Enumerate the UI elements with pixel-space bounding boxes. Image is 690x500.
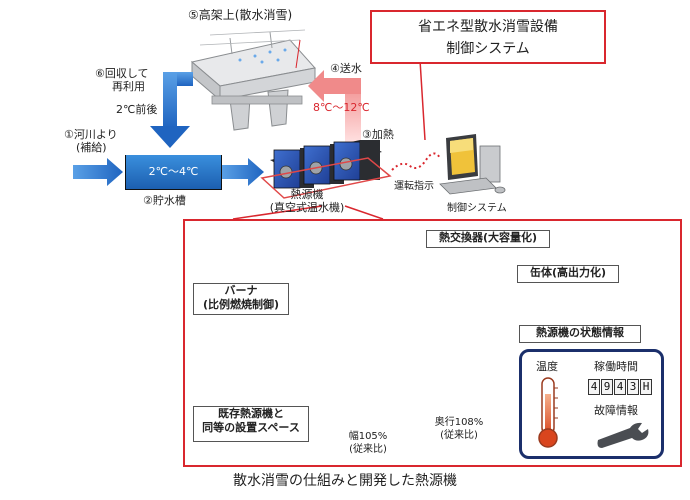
step-1-line2: (補給) (76, 141, 107, 154)
counter-digit: 4 (588, 379, 600, 395)
wrench-icon (597, 422, 649, 448)
install-space-line2: 同等の設置スペース (202, 421, 300, 434)
step-4-label: ④送水 (330, 62, 362, 75)
fault-info-label: 故障情報 (594, 404, 638, 417)
energy-saving-control-system-box: 省エネ型散水消雪設備 制御システム (370, 10, 606, 64)
step-6-line1: 回収して (104, 67, 149, 80)
figure-caption: 散水消雪の仕組みと開発した熱源機 (233, 473, 457, 489)
heat-source-sublabel: (真空式温水機) (269, 201, 345, 214)
uptime-label: 稼働時間 (594, 360, 638, 373)
heat-source-units-small (260, 140, 392, 199)
step-5-number: ⑤ (188, 8, 199, 22)
counter-unit: H (640, 379, 652, 395)
callout-status-info: 熱源機の状態情報 (519, 325, 641, 343)
depth-ratio-sublabel: (従来比) (440, 430, 478, 441)
status-info-panel: 温度 稼働時間 4 9 4 3 H 故障情報 (519, 349, 664, 459)
step-1-number: ① (64, 128, 74, 141)
send-water-arrow (308, 70, 361, 142)
control-pc-icon (439, 134, 506, 195)
burner-label: バーナ (224, 284, 258, 297)
control-box-title: 省エネ型散水消雪設備 (418, 19, 558, 35)
step-4-text: 送水 (339, 62, 362, 75)
step-2-label: ②貯水槽 (143, 194, 186, 207)
heat-source-label: 熱源機 (290, 188, 324, 201)
depth-ratio-label: 奥行108% (434, 417, 484, 428)
step-6-label: ⑥回収して (95, 67, 149, 80)
tank-temperature: 2℃～4℃ (148, 165, 199, 178)
thermometer-icon (538, 377, 558, 448)
counter-digit: 9 (601, 379, 613, 395)
operation-instruction-label: 運転指示 (394, 181, 434, 192)
install-space-line1: 既存熱源機と (218, 407, 284, 420)
return-water-arrow (150, 72, 193, 148)
step-5-label: ⑤高架上(散水消雪) (188, 9, 292, 22)
step-2-text: 貯水槽 (152, 194, 186, 207)
width-ratio-sublabel: (従来比) (349, 444, 387, 455)
control-signal-line (391, 152, 441, 171)
counter-digit: 3 (627, 379, 639, 395)
width-ratio-label: 幅105% (348, 431, 388, 442)
callout-burner: バーナ (比例燃焼制御) (193, 283, 289, 315)
tank-to-heater-arrow (222, 158, 264, 186)
step-5-text: 高架上(散水消雪) (198, 8, 293, 22)
counter-digit: 4 (614, 379, 626, 395)
elevated-bridge (190, 29, 316, 131)
uptime-counter: 4 9 4 3 H (588, 379, 652, 395)
pc-control-system-label: 制御システム (447, 203, 507, 214)
storage-tank: 2℃～4℃ (125, 155, 222, 190)
callout-heat-exchanger: 熱交換器(大容量化) (426, 230, 550, 248)
step-1-label: ①河川より (64, 128, 118, 141)
step-2-number: ② (143, 194, 153, 207)
return-temperature: 2℃前後 (116, 103, 158, 116)
burner-sublabel: (比例燃焼制御) (202, 298, 280, 311)
step-6-number: ⑥ (95, 67, 105, 80)
callout-body: 缶体(高出力化) (517, 265, 619, 283)
step-3-number: ③ (362, 128, 372, 141)
control-box-subtitle: 制御システム (446, 41, 530, 57)
step-6-line2: 再利用 (112, 80, 145, 93)
temperature-label: 温度 (536, 360, 558, 373)
step-3-text: 加熱 (371, 128, 394, 141)
step-4-number: ④ (330, 62, 340, 75)
step-1-line1: 河川より (73, 128, 118, 141)
step-3-label: ③加熱 (362, 128, 394, 141)
callout-install-space: 既存熱源機と 同等の設置スペース (193, 406, 309, 442)
send-temperature: 8℃～12℃ (313, 101, 370, 114)
river-supply-arrow (73, 158, 123, 186)
